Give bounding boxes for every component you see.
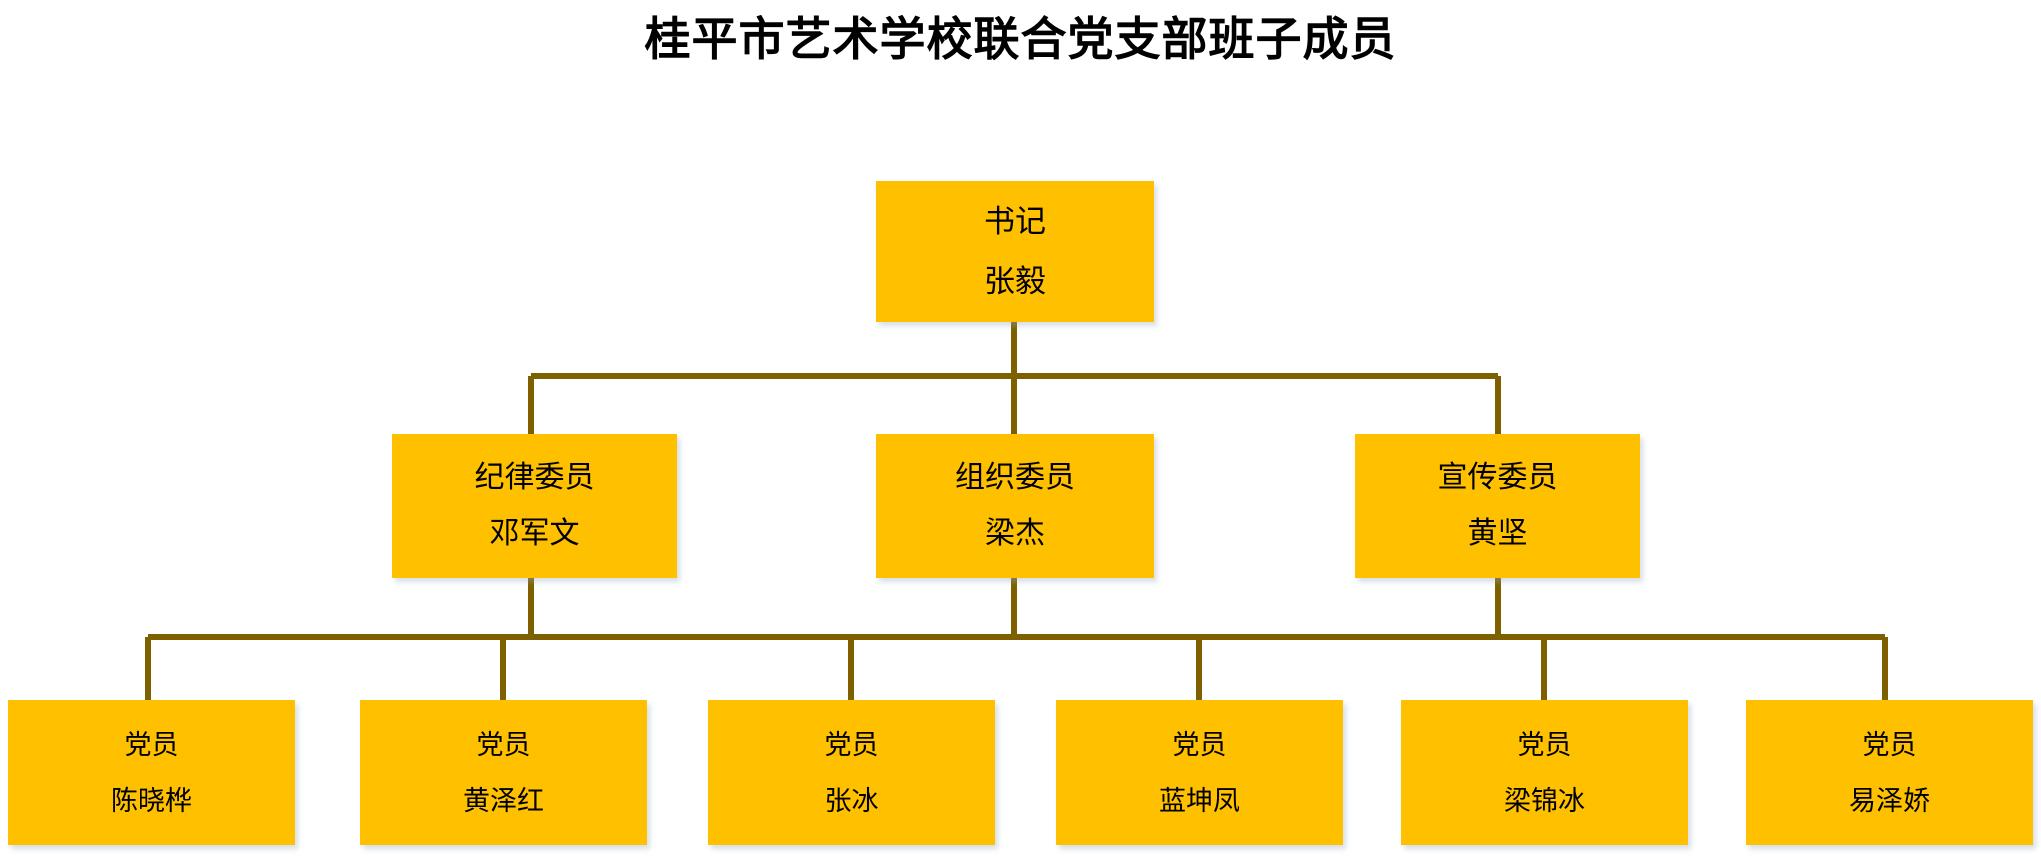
- node-role: 党员: [476, 729, 531, 760]
- node-role: 组织委员: [955, 461, 1075, 494]
- node-person: 陈晓桦: [111, 785, 192, 816]
- node-propaganda-officer[interactable]: 宣传委员 黄坚: [1355, 434, 1640, 578]
- node-person: 梁锦冰: [1504, 785, 1585, 816]
- node-member-3[interactable]: 党员 张冰: [708, 700, 995, 845]
- node-member-2[interactable]: 党员 黄泽红: [360, 700, 647, 845]
- node-person: 黄坚: [1467, 517, 1528, 550]
- node-role: 书记: [984, 203, 1046, 239]
- node-person: 梁杰: [985, 517, 1045, 550]
- node-person: 蓝坤凤: [1159, 785, 1240, 816]
- node-role: 党员: [124, 729, 179, 760]
- node-role: 纪律委员: [474, 461, 595, 494]
- node-role: 党员: [824, 729, 879, 760]
- node-organization-officer[interactable]: 组织委员 梁杰: [876, 434, 1154, 578]
- node-role: 党员: [1172, 729, 1227, 760]
- node-role: 党员: [1862, 729, 1917, 760]
- node-person: 黄泽红: [463, 785, 544, 816]
- node-member-5[interactable]: 党员 梁锦冰: [1401, 700, 1688, 845]
- node-discipline-officer[interactable]: 纪律委员 邓军文: [392, 434, 677, 578]
- node-member-4[interactable]: 党员 蓝坤凤: [1056, 700, 1343, 845]
- node-person: 张冰: [824, 785, 879, 816]
- node-person: 邓军文: [489, 517, 580, 550]
- node-member-6[interactable]: 党员 易泽娇: [1746, 700, 2033, 845]
- node-member-1[interactable]: 党员 陈晓桦: [8, 700, 295, 845]
- node-role: 宣传委员: [1437, 461, 1558, 494]
- node-role: 党员: [1517, 729, 1572, 760]
- node-person: 张毅: [984, 263, 1046, 299]
- node-person: 易泽娇: [1849, 785, 1930, 816]
- node-root[interactable]: 书记 张毅: [876, 181, 1154, 322]
- page-title: 桂平市艺术学校联合党支部班子成员: [644, 12, 1397, 66]
